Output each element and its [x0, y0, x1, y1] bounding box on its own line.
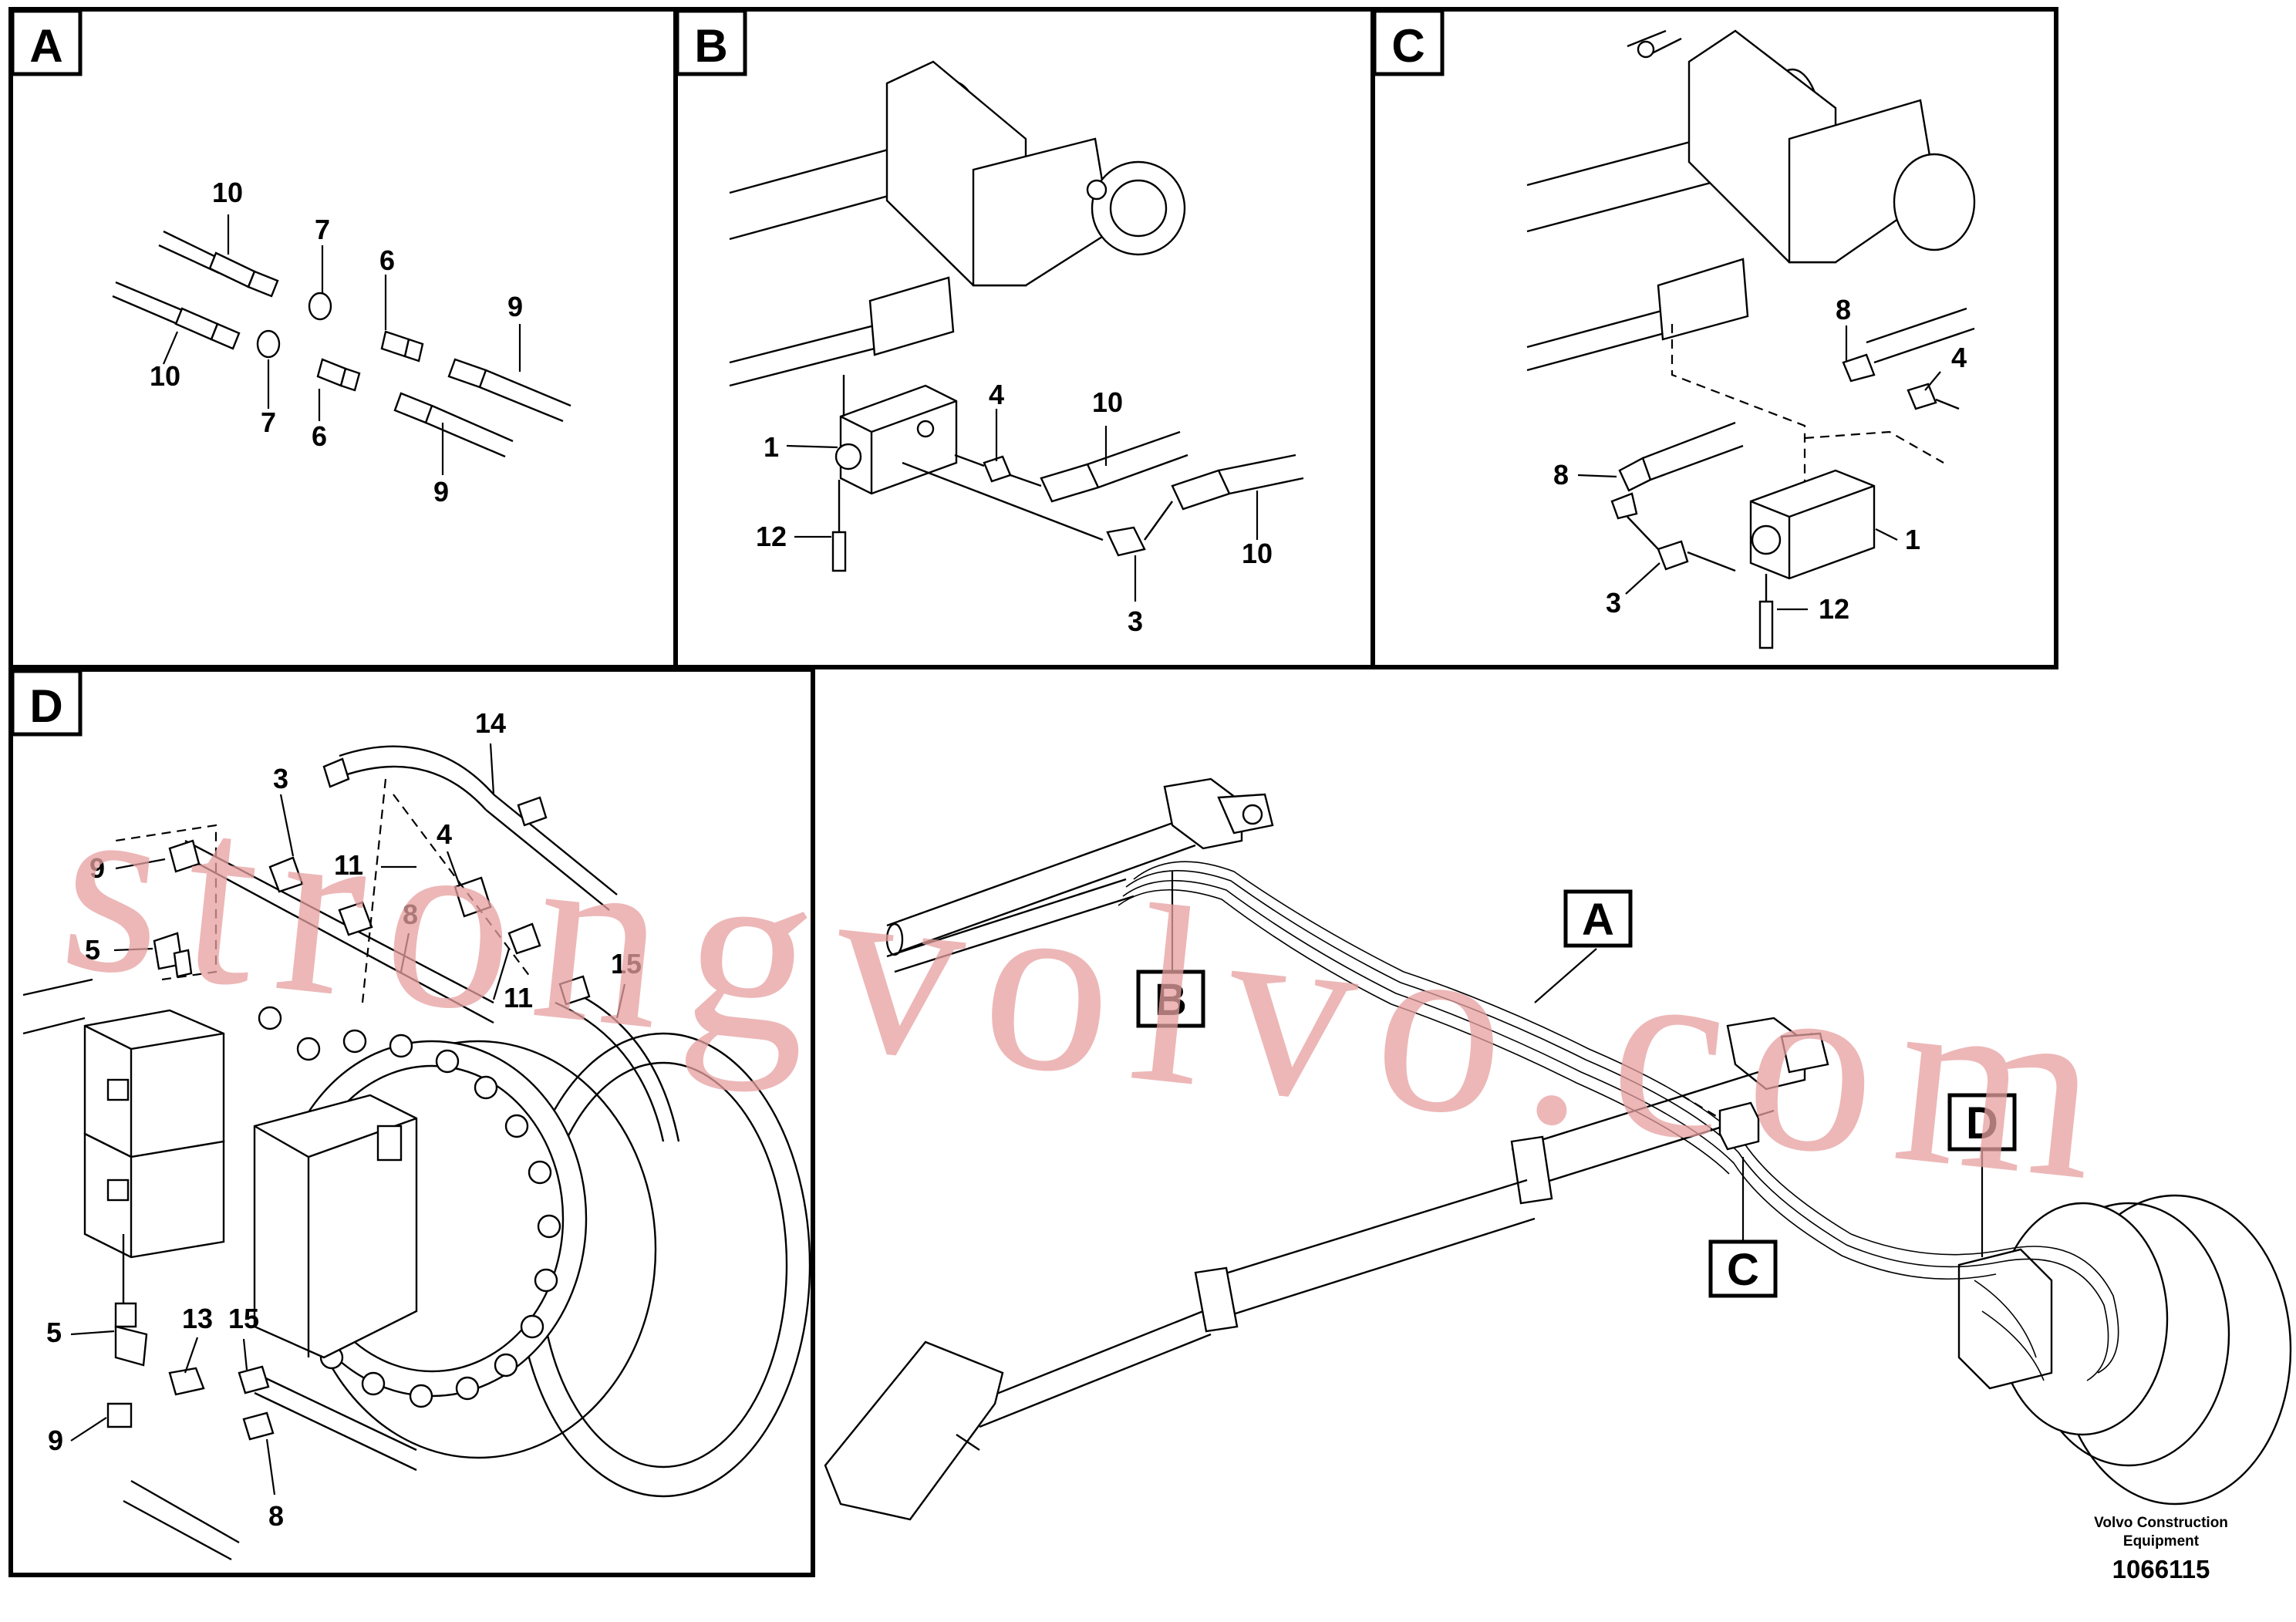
valve-block-c	[1577, 307, 1975, 649]
label-9-top: 9	[89, 852, 105, 884]
callout-c	[1708, 1239, 1778, 1298]
callout-b	[1136, 969, 1205, 1028]
label-4: 4	[437, 818, 452, 850]
company-line-1: Volvo Construction	[2094, 1515, 2228, 1531]
label-11-bottom: 11	[504, 982, 533, 1013]
label-8-top: 8	[403, 899, 418, 930]
label-9-lower: 9	[433, 476, 449, 508]
panel-a-tag: A	[29, 20, 62, 72]
hose-assembly-a	[112, 214, 571, 475]
label-4: 4	[989, 379, 1004, 410]
label-8-bottom: 8	[268, 1500, 284, 1532]
label-5-bottom: 5	[46, 1317, 62, 1348]
label-6-upper: 6	[379, 244, 395, 276]
label-4: 4	[1951, 342, 1967, 373]
label-10-upper: 10	[212, 177, 243, 208]
cylinder-end-c	[1526, 29, 1976, 372]
valve-block-b	[786, 375, 1304, 602]
label-1: 1	[764, 431, 779, 463]
label-15-top: 15	[611, 948, 642, 980]
label-10-bottom: 10	[1242, 538, 1273, 569]
label-1: 1	[1905, 524, 1920, 555]
label-14: 14	[475, 707, 506, 739]
label-8-top: 8	[1836, 294, 1851, 325]
label-3: 3	[273, 763, 288, 794]
panel-b-frame	[673, 7, 1375, 669]
panel-a: A	[8, 7, 678, 669]
panel-b-tag-box	[675, 8, 747, 76]
label-11-top: 11	[334, 849, 363, 881]
panel-c-tag-box	[1372, 8, 1445, 76]
label-6-lower: 6	[312, 420, 327, 452]
panel-d-tag: D	[29, 680, 62, 732]
panel-d-tag-box	[10, 669, 83, 737]
callout-d-label: D	[1966, 1098, 1998, 1148]
panel-b: B	[673, 7, 1375, 669]
label-15-bottom: 15	[228, 1303, 259, 1334]
panel-b-tag: B	[694, 20, 727, 72]
panel-d: D	[8, 667, 815, 1577]
label-7-upper: 7	[315, 214, 330, 245]
callout-a-label: A	[1582, 895, 1614, 945]
callout-d	[1947, 1093, 2017, 1152]
label-7-lower: 7	[261, 406, 276, 438]
label-13: 13	[182, 1303, 213, 1334]
label-5-top: 5	[85, 934, 100, 966]
label-12: 12	[756, 521, 787, 552]
company-line-2: Equipment	[2123, 1533, 2200, 1549]
cylinder-end-b	[729, 60, 1186, 387]
panel-c: C	[1371, 7, 2058, 669]
label-9-upper: 9	[507, 291, 523, 322]
label-9-bottom: 9	[48, 1425, 63, 1456]
panel-a-tag-box	[10, 8, 83, 76]
final-drive-d	[22, 743, 811, 1561]
label-3: 3	[1128, 605, 1143, 637]
label-12: 12	[1819, 593, 1849, 625]
label-8-left: 8	[1553, 459, 1569, 491]
panel-c-tag: C	[1391, 20, 1424, 72]
label-10-top: 10	[1092, 386, 1123, 418]
callout-a	[1563, 889, 1633, 948]
label-3: 3	[1606, 587, 1621, 619]
drawing-number: 1066115	[2112, 1555, 2210, 1583]
overview-machine	[824, 777, 2292, 1521]
label-10-lower: 10	[150, 360, 180, 392]
panel-a-frame	[8, 7, 678, 669]
callout-c-label: C	[1727, 1245, 1759, 1295]
callout-b-label: B	[1155, 975, 1187, 1025]
